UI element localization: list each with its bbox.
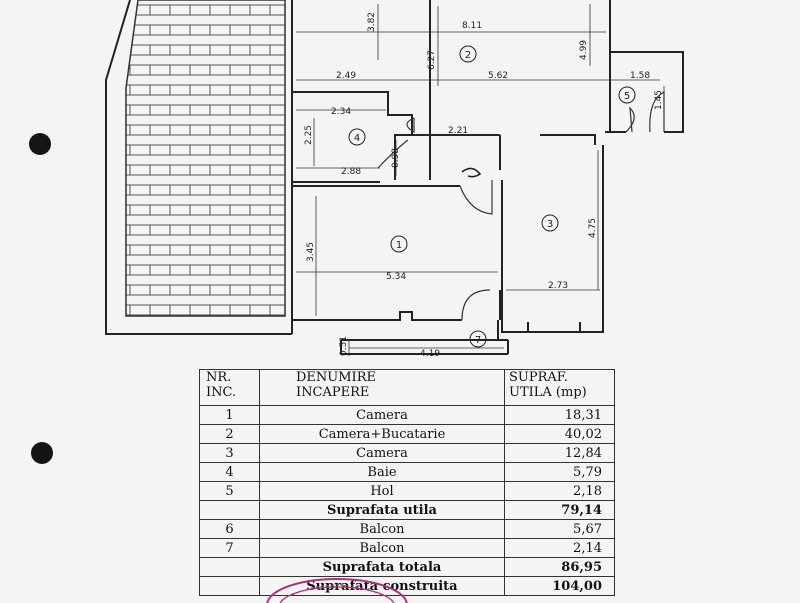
row-nr [199, 576, 260, 596]
walls [291, 0, 684, 355]
row-area: 104,00 [504, 576, 615, 596]
dim-2-21: 2.21 [448, 126, 468, 136]
room-number-5: 5 [624, 91, 630, 102]
row-nr [199, 500, 260, 520]
room-marker-1 [390, 235, 408, 253]
dim-1-45: 1.45 [654, 90, 664, 110]
room-marker-7 [469, 330, 487, 348]
dim-6-27: 6.27 [427, 50, 437, 70]
ink-mark [461, 167, 482, 178]
room-marker-3 [541, 214, 559, 232]
room-number-3: 3 [547, 219, 553, 230]
doors [377, 91, 665, 321]
floor-plan: 3.82 8.11 6.27 4.99 2.49 5.62 1.58 1.45 … [105, 0, 684, 359]
row-name: Balcon [259, 538, 505, 558]
header-name: DENUMIRE INCAPERE [259, 369, 505, 406]
row-nr: 3 [199, 443, 260, 463]
room-marker-5 [618, 86, 636, 104]
balcony-hatch [125, 0, 286, 317]
dim-4-19: 4.19 [420, 349, 440, 359]
dim-2-73: 2.73 [548, 281, 568, 291]
balcony-outer-wall [105, 0, 292, 335]
row-name: Camera+Bucatarie [259, 424, 505, 444]
row-nr: 6 [199, 519, 260, 539]
dim-2-49: 2.49 [336, 71, 356, 81]
row-nr: 5 [199, 481, 260, 501]
dimension-lines [296, 4, 665, 356]
row-area: 5,79 [504, 462, 615, 482]
row-name: Hol [259, 481, 505, 501]
row-nr: 7 [199, 538, 260, 558]
dim-2-88: 2.88 [341, 167, 361, 177]
row-name: Camera [259, 443, 505, 463]
dim-3-45: 3.45 [306, 242, 316, 262]
row-name: Suprafata utila [259, 500, 505, 520]
area-table: NR. INC. DENUMIRE INCAPERE SUPRAF. UTILA… [199, 369, 615, 596]
room-marker-4 [348, 128, 366, 146]
dim-2-34: 2.34 [331, 107, 351, 117]
room-marker-2 [459, 45, 477, 63]
row-nr: 2 [199, 424, 260, 444]
row-area: 12,84 [504, 443, 615, 463]
dim-8-11: 8.11 [462, 21, 482, 31]
dim-4-99: 4.99 [579, 40, 589, 60]
row-area: 2,14 [504, 538, 615, 558]
table-header-row: NR. INC. DENUMIRE INCAPERE SUPRAF. UTILA… [199, 369, 615, 406]
row-name: Camera [259, 405, 505, 425]
row-area: 2,18 [504, 481, 615, 501]
header-nr: NR. INC. [199, 369, 260, 406]
row-area: 5,67 [504, 519, 615, 539]
room-markers [348, 45, 636, 348]
row-area: 18,31 [504, 405, 615, 425]
row-nr: 4 [199, 462, 260, 482]
dim-5-62: 5.62 [488, 71, 508, 81]
dim-0-98: 0.98 [391, 148, 401, 168]
dim-4-75: 4.75 [588, 218, 598, 238]
binder-hole-top [29, 133, 51, 155]
stamp-seal [266, 578, 408, 603]
row-area: 40,02 [504, 424, 615, 444]
room-number-1: 1 [396, 240, 402, 251]
binder-hole-bottom [31, 442, 53, 464]
room-number-2: 2 [465, 50, 471, 61]
row-nr: 1 [199, 405, 260, 425]
room-number-7: 7 [475, 335, 481, 346]
dim-2-25: 2.25 [304, 125, 314, 145]
header-area: SUPRAF. UTILA (mp) [504, 369, 615, 406]
dim-1-58: 1.58 [630, 71, 650, 81]
room-number-4: 4 [354, 133, 360, 144]
row-nr [199, 557, 260, 577]
row-area: 86,95 [504, 557, 615, 577]
dim-5-34: 5.34 [386, 272, 406, 282]
row-area: 79,14 [504, 500, 615, 520]
row-name: Balcon [259, 519, 505, 539]
dim-0-51: 0.51 [339, 336, 349, 356]
dim-3-82: 3.82 [367, 12, 377, 32]
row-name: Baie [259, 462, 505, 482]
